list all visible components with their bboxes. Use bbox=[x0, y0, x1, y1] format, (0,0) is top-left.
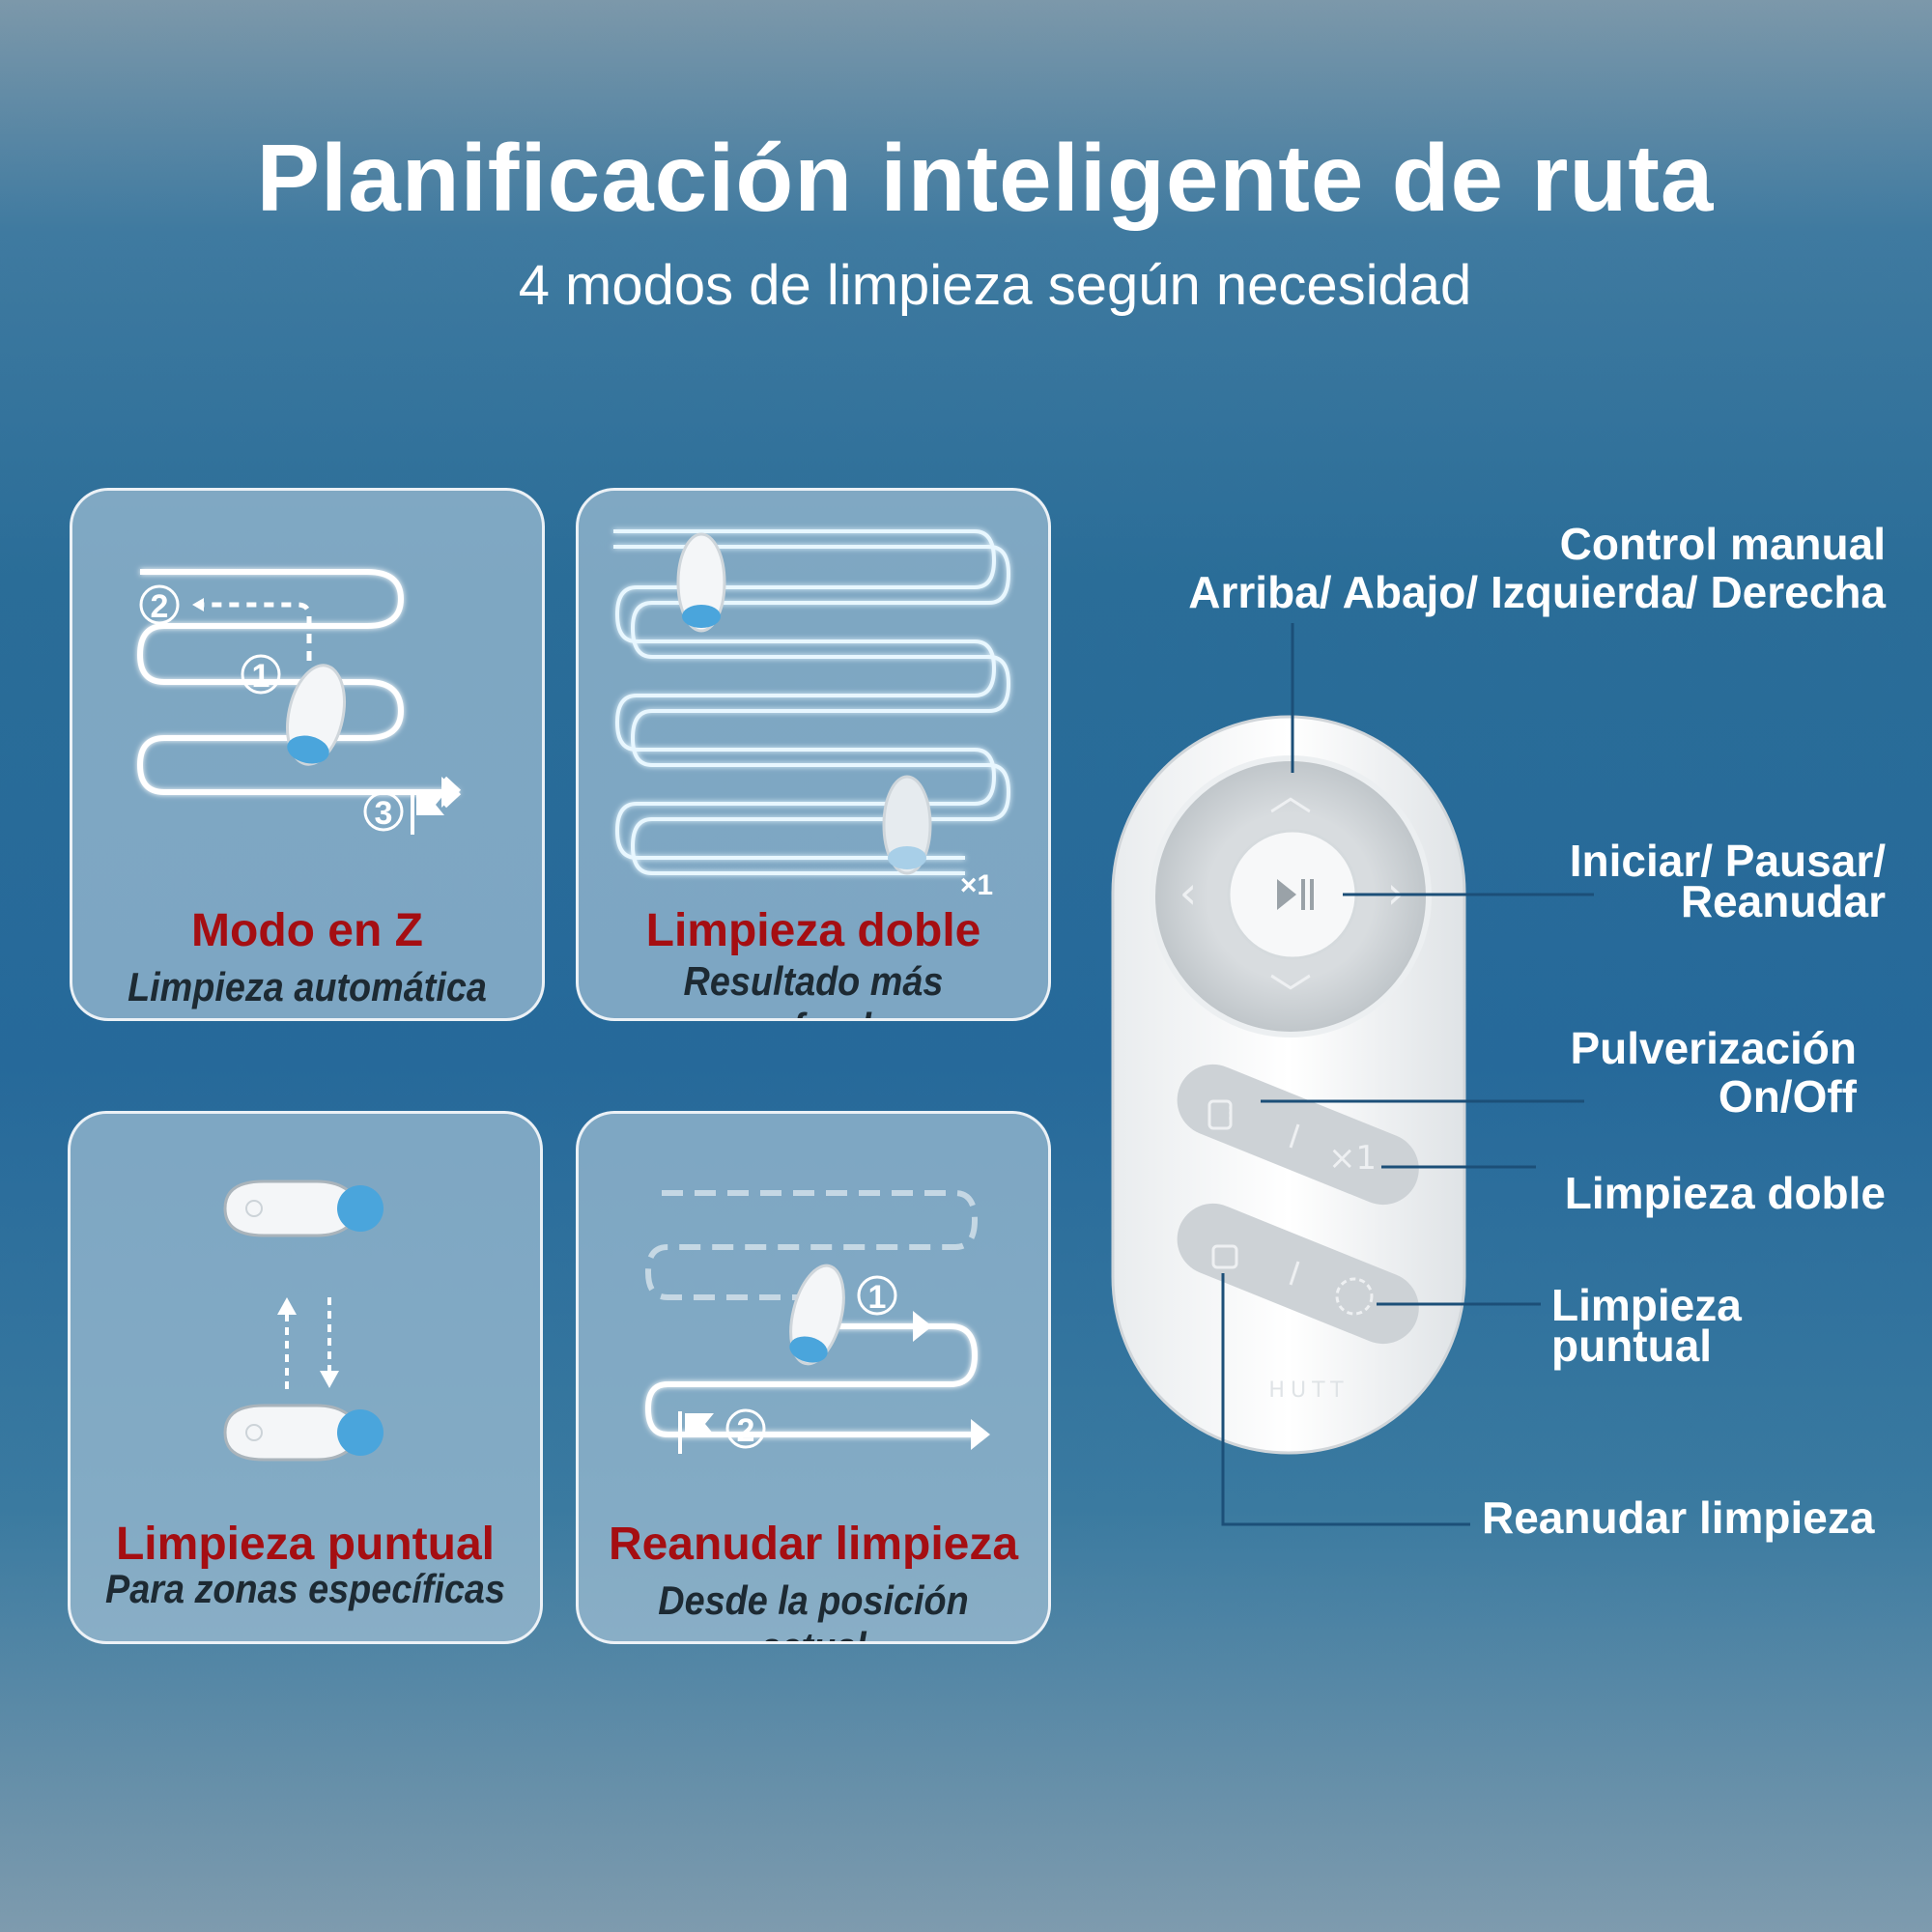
resume-spot-button[interactable] bbox=[1166, 1193, 1429, 1355]
arrow-down-icon: ﹀ bbox=[1269, 971, 1312, 1020]
mode-subtitle: Para zonas específicas bbox=[105, 1566, 505, 1611]
double-icon: ×1 bbox=[1328, 1139, 1377, 1178]
marker-icon: 2 1 3 bbox=[139, 584, 404, 832]
mode-card-resume: 1 2 Reanudar limpieza Desde la posición … bbox=[576, 1111, 1051, 1644]
robot-icon bbox=[286, 664, 346, 766]
z-path-illustration: 2 1 3 bbox=[136, 569, 462, 835]
label-double-clean: Limpieza doble bbox=[1564, 1168, 1886, 1218]
robot-icon bbox=[676, 532, 932, 875]
arrow-left-icon: ‹ bbox=[1179, 867, 1197, 919]
spot-illustration bbox=[223, 1179, 384, 1462]
svg-text:⁝: ⁝ bbox=[1227, 1102, 1234, 1126]
spray-icon bbox=[1208, 1099, 1233, 1130]
page-subtitle: 4 modos de limpieza según necesidad bbox=[518, 254, 1472, 317]
marker-icon: 1 2 bbox=[725, 1275, 897, 1449]
label-spray-onoff: On/Off bbox=[1718, 1071, 1857, 1122]
svg-text:1: 1 bbox=[868, 1279, 887, 1316]
label-resume: Reanudar bbox=[1680, 876, 1886, 926]
arrow-up-down-icon bbox=[277, 1297, 339, 1389]
play-pause-icon bbox=[1277, 879, 1296, 910]
page-title: Planificación inteligente de ruta bbox=[256, 125, 1715, 231]
label-spot-clean-2: puntual bbox=[1551, 1321, 1713, 1371]
robot-icon bbox=[789, 1264, 845, 1366]
mode-title: Limpieza doble bbox=[645, 905, 981, 956]
label-start-pause: Iniciar/ Pausar/ bbox=[1569, 836, 1886, 886]
label-manual-directions: Arriba/ Abajo/ Izquierda/ Derecha bbox=[1188, 567, 1886, 617]
svg-text:1: 1 bbox=[252, 658, 270, 695]
mode-subtitle: Limpieza automática bbox=[128, 964, 487, 1009]
label-resume-clean: Reanudar limpieza bbox=[1482, 1492, 1875, 1543]
svg-text:2: 2 bbox=[151, 588, 169, 625]
spot-icon bbox=[1335, 1277, 1374, 1316]
mode-title: Reanudar limpieza bbox=[608, 1519, 1019, 1570]
mode-card-double: ×1 Limpieza doble Resultado más profundo bbox=[576, 488, 1051, 1021]
mode-subtitle: Desde la posición actual bbox=[658, 1577, 969, 1641]
spray-double-button[interactable]: ⁝ ×1 bbox=[1166, 1054, 1429, 1216]
arrow-up-icon: ︿ bbox=[1269, 771, 1312, 820]
resume-path-illustration: 1 2 bbox=[644, 1190, 990, 1454]
play-pause-button[interactable] bbox=[1227, 829, 1358, 960]
label-manual-control: Control manual bbox=[1559, 519, 1886, 569]
brand-logo: HUTT bbox=[1268, 1378, 1349, 1403]
svg-text:2: 2 bbox=[737, 1412, 755, 1449]
mode-card-spot: Limpieza puntual Para zonas específicas bbox=[68, 1111, 543, 1644]
double-badge: ×1 bbox=[960, 869, 993, 901]
arrow-right-icon: › bbox=[1387, 867, 1405, 919]
mode-title: Limpieza puntual bbox=[115, 1519, 495, 1570]
mode-subtitle: Resultado más profundo bbox=[683, 958, 944, 1018]
callout-lines bbox=[1221, 623, 1594, 1526]
mode-card-z: 2 1 3 Modo en Z Limpieza automática bbox=[70, 488, 545, 1021]
resume-icon bbox=[1211, 1244, 1238, 1269]
flag-icon bbox=[411, 792, 444, 835]
flag-icon bbox=[678, 1411, 714, 1454]
svg-text:3: 3 bbox=[375, 795, 393, 832]
robot-icon bbox=[223, 1179, 384, 1462]
double-path-illustration: ×1 bbox=[613, 529, 1011, 901]
label-spray: Pulverización bbox=[1570, 1023, 1857, 1073]
label-spot-clean: Limpieza bbox=[1551, 1280, 1742, 1330]
mode-title: Modo en Z bbox=[191, 905, 423, 956]
